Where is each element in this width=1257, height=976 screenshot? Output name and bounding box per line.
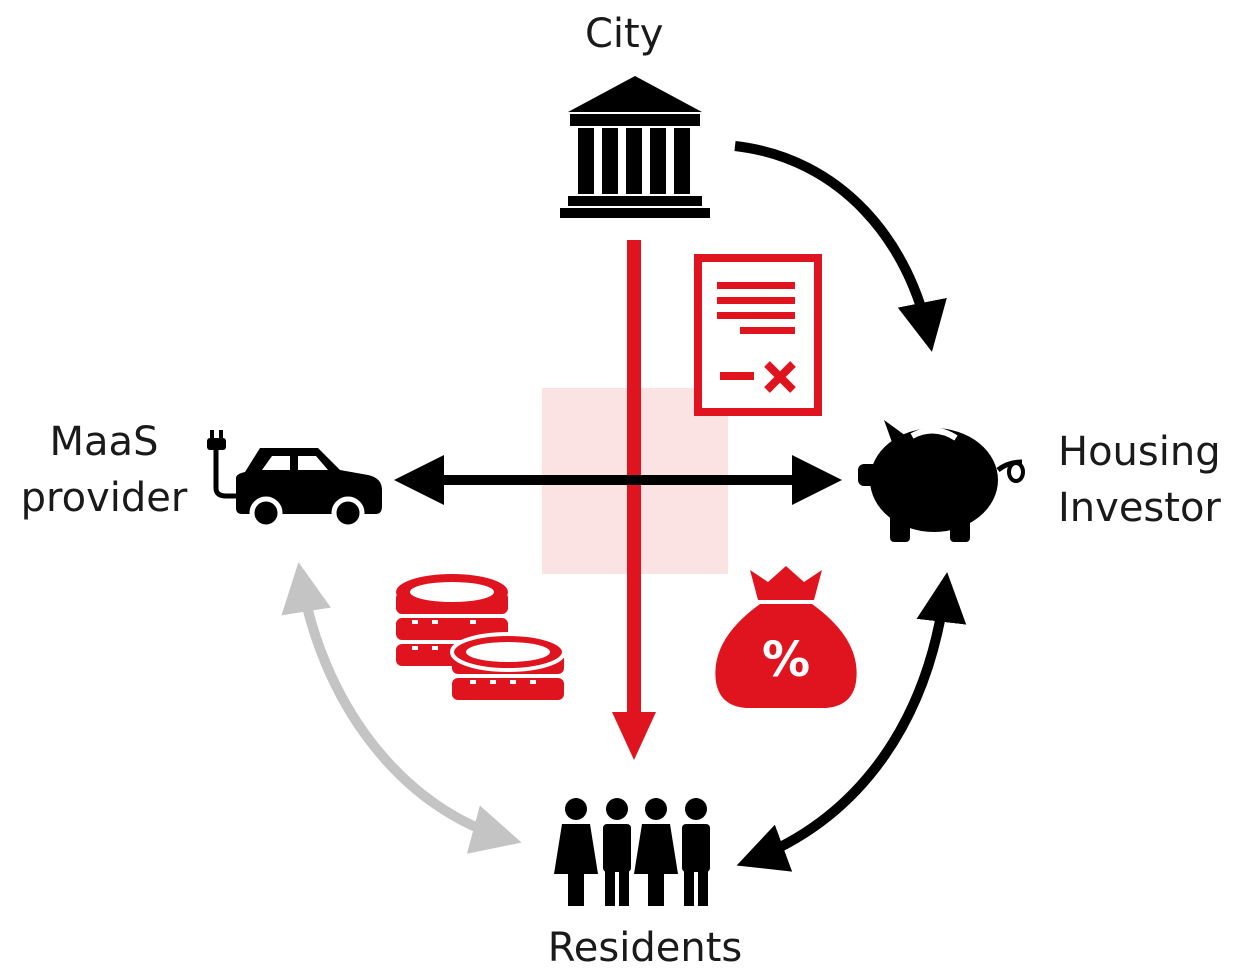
housing-label-line1: Housing: [1058, 429, 1221, 475]
housing-investor-label: Housing Investor: [1058, 424, 1256, 536]
maas-label-line2: provider: [20, 475, 188, 521]
city-to-housing-arrow: [734, 141, 947, 352]
contract-document-icon: [694, 254, 822, 416]
maas-residents-arrow: [281, 562, 522, 854]
housing-label-line2: Investor: [1058, 485, 1221, 531]
maas-provider-label: MaaS provider: [4, 414, 204, 526]
percent-money-bag-icon: %: [715, 566, 857, 708]
coin-stack-icon: [396, 574, 566, 700]
maas-label-line1: MaaS: [49, 419, 159, 465]
people-group-icon: [554, 798, 710, 906]
housing-residents-arrow: [736, 572, 967, 872]
electric-car-icon: [207, 430, 382, 530]
piggy-bank-icon: [858, 420, 1025, 542]
money-bag-percent-text: %: [762, 632, 810, 688]
city-label: City: [585, 11, 664, 57]
residents-label: Residents: [547, 925, 743, 971]
bank-building-icon: [560, 76, 710, 218]
